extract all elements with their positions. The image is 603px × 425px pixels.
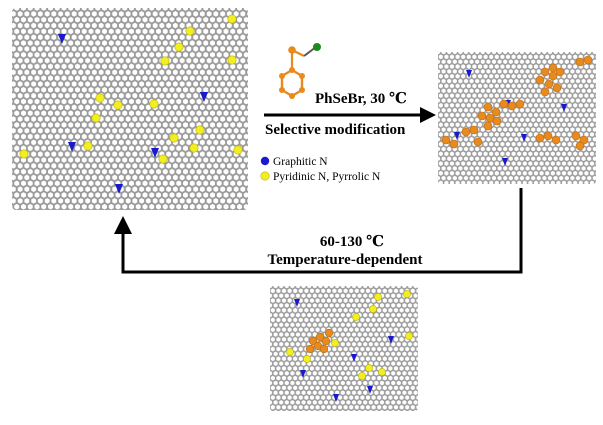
phenyl-ring xyxy=(280,68,304,98)
graphene-sheet-pristine xyxy=(12,8,248,210)
phse-groups xyxy=(441,55,593,151)
legend: Graphitic N Pyridinic N, Pyrrolic N xyxy=(260,156,381,183)
pyridinic-n-atoms xyxy=(19,14,243,164)
reverse-arrow xyxy=(114,188,523,274)
graphitic-n-atom xyxy=(58,34,66,44)
forward-arrow xyxy=(264,107,436,123)
graphitic-n-atom xyxy=(151,148,159,158)
pyridinic-n-atoms xyxy=(286,290,413,380)
graphene-sheet-modified xyxy=(438,52,596,184)
reverse-description: Temperature-dependent xyxy=(268,252,423,268)
bromine-atom xyxy=(313,43,321,51)
selenium-atom xyxy=(288,46,296,54)
graphitic-n-atom xyxy=(68,142,76,152)
legend-marker-pyridinic-n xyxy=(260,171,270,181)
phse-groups xyxy=(305,328,334,354)
graphitic-n-atom xyxy=(115,184,123,194)
legend-marker-graphitic-n xyxy=(260,156,270,166)
phsebr-molecule xyxy=(279,43,321,99)
reagent-label: PhSeBr, 30 ℃ xyxy=(315,91,407,107)
graphitic-n-atoms xyxy=(294,299,394,402)
legend-label-graphitic-n: Graphitic N xyxy=(273,156,328,168)
reverse-conditions: 60-130 ℃ xyxy=(320,234,384,250)
forward-description: Selective modification xyxy=(265,122,406,138)
legend-label-pyridinic-n: Pyridinic N, Pyrrolic N xyxy=(273,171,381,183)
graphitic-n-atoms xyxy=(58,34,208,194)
graphene-sheet-recovered xyxy=(270,286,418,411)
graphitic-n-atom xyxy=(200,92,208,102)
